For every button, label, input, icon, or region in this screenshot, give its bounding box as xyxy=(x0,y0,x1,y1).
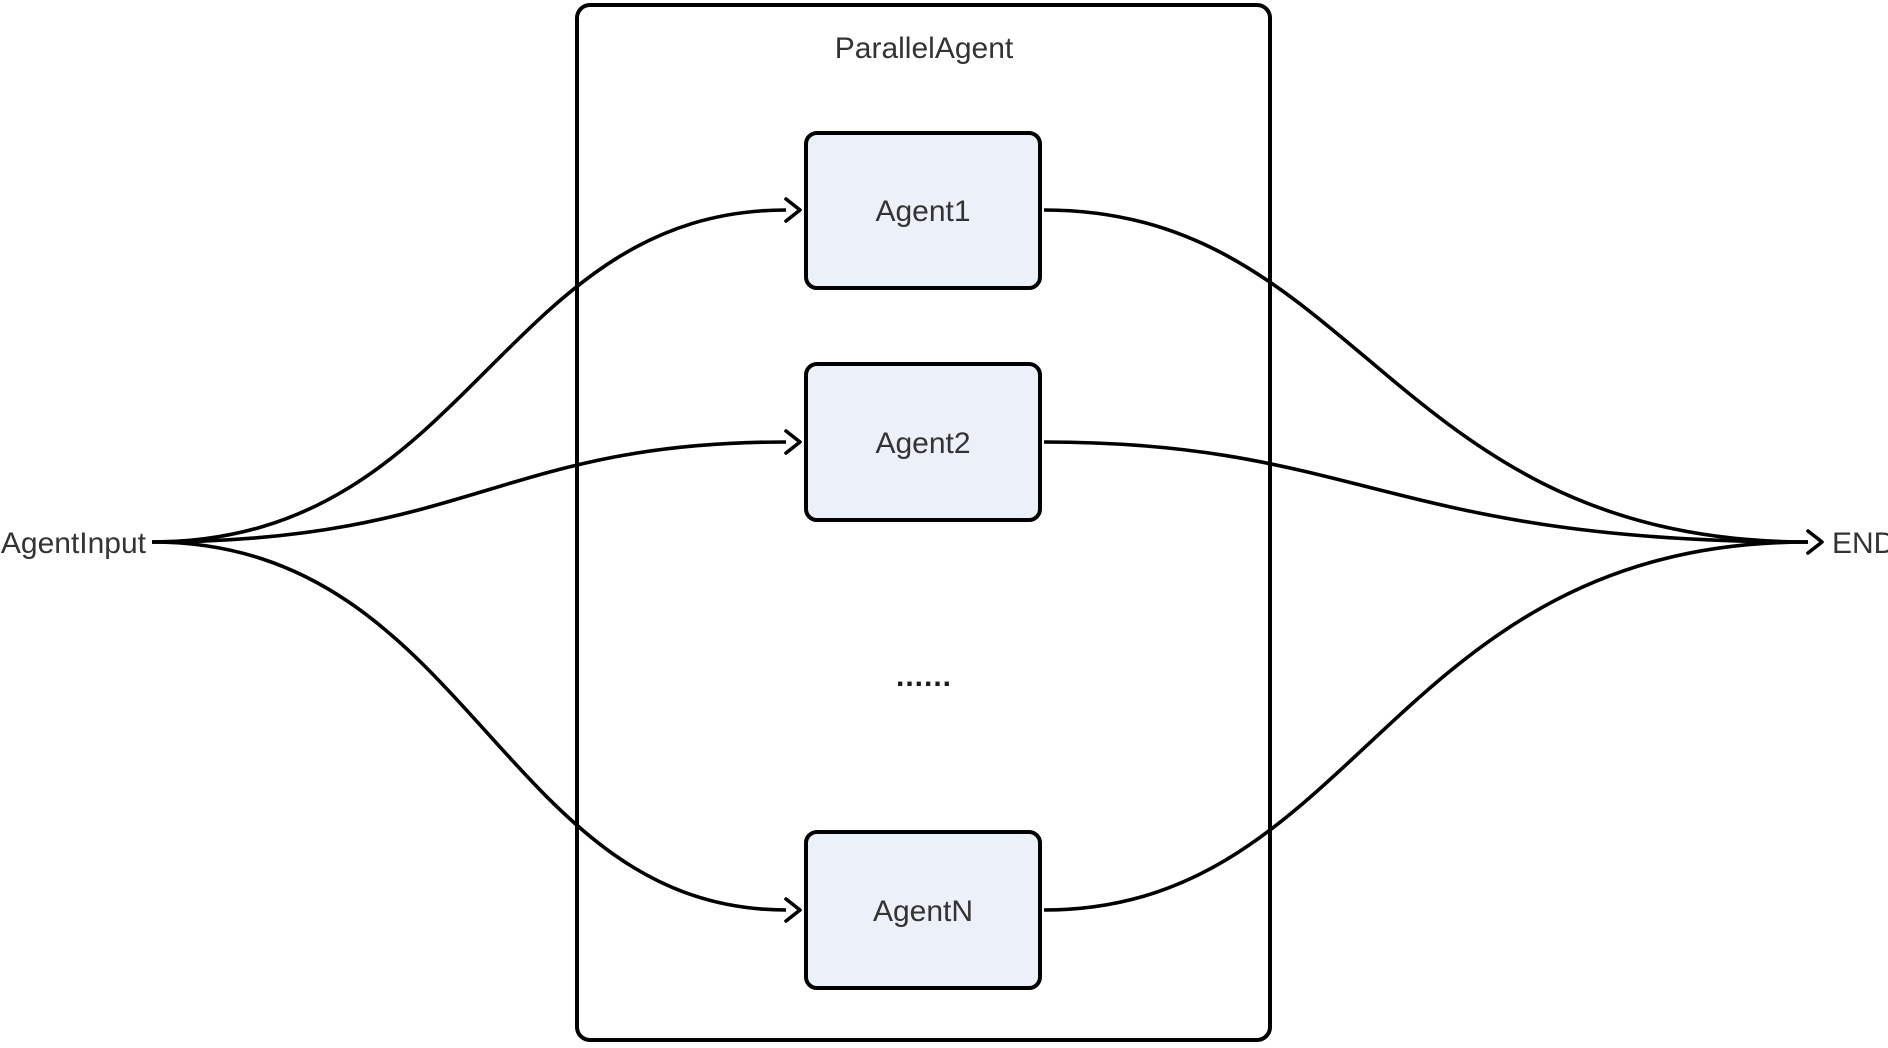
node-agent1-label: Agent1 xyxy=(875,195,970,228)
ellipsis-label: ...... xyxy=(896,660,952,693)
node-agentn-label: AgentN xyxy=(873,895,973,928)
edge-agent2-to-end xyxy=(1043,440,1809,544)
node-end-label: END xyxy=(1832,527,1888,560)
node-agentn xyxy=(804,830,1042,990)
edge-agentn-to-end xyxy=(1043,540,1809,912)
parallel-agent-title: ParallelAgent xyxy=(835,32,1014,65)
node-agent2 xyxy=(804,362,1042,522)
node-agent2-label: Agent2 xyxy=(875,427,970,460)
node-agent-input-label: AgentInput xyxy=(1,527,147,560)
edge-input-to-agent1 xyxy=(151,197,802,544)
parallel-agent-container xyxy=(575,3,1272,1042)
edge-input-to-agent2 xyxy=(151,429,802,544)
edge-agent1-to-end xyxy=(1043,208,1824,555)
node-agent1 xyxy=(804,131,1042,290)
edge-input-to-agentn xyxy=(151,540,802,923)
